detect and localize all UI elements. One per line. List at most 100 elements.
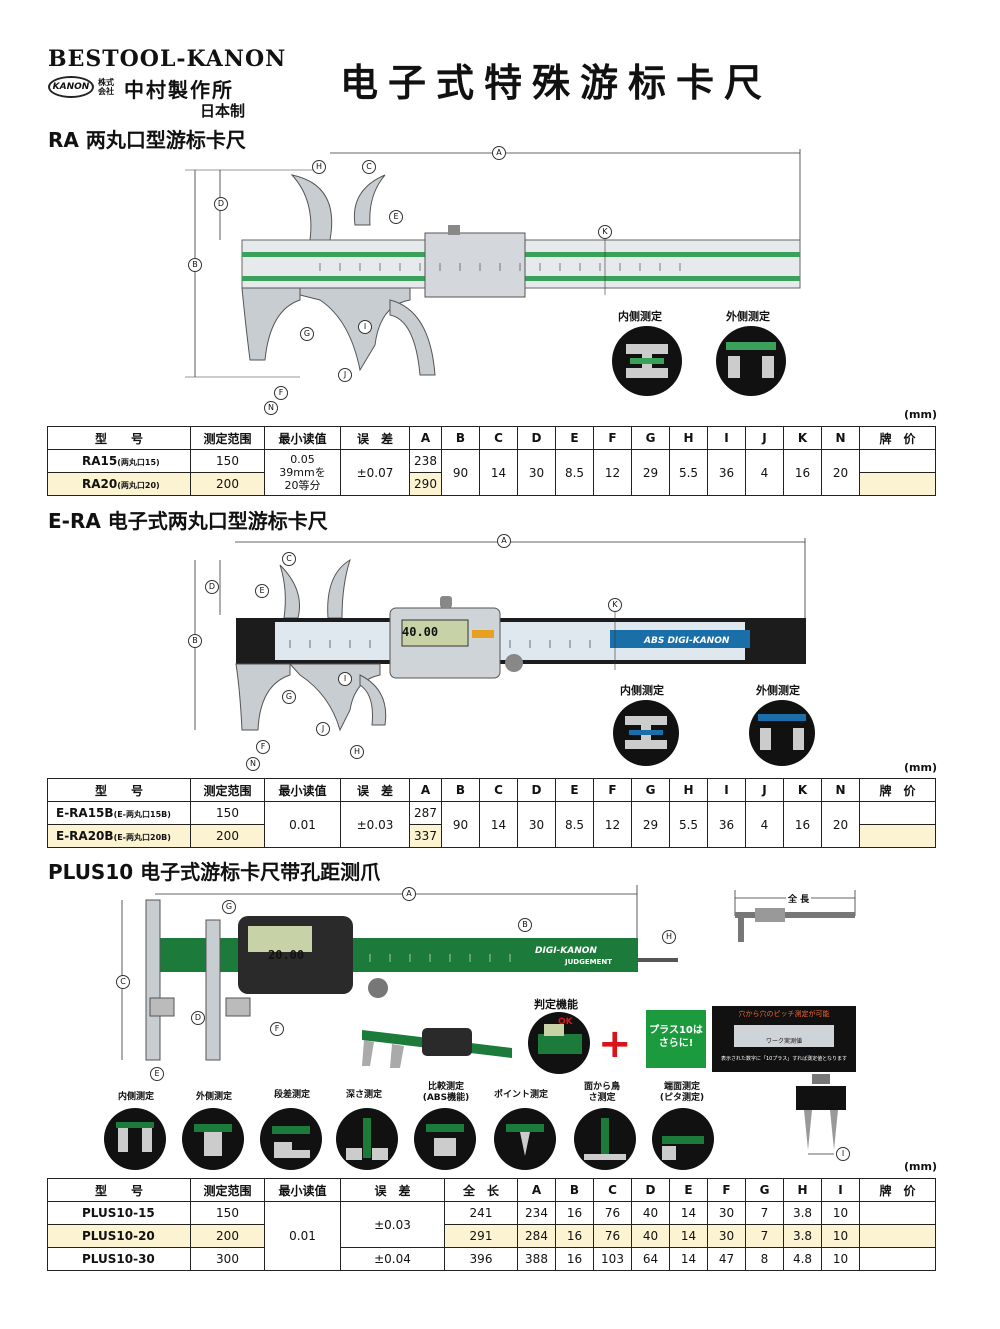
col-header: 牌 价 xyxy=(859,1178,936,1202)
col-header: 误 差 xyxy=(340,426,410,450)
h-cell: 5.5 xyxy=(669,449,708,496)
error-cell: ±0.03 xyxy=(340,801,410,848)
col-header: E xyxy=(555,426,594,450)
e-cell: 8.5 xyxy=(555,801,594,848)
col-header: H xyxy=(783,1178,822,1202)
dim-label-e: E xyxy=(255,584,269,598)
dim-label-a: A xyxy=(492,146,506,160)
section-title-plus10: PLUS10 电子式游标卡尺带孔距测爪 xyxy=(48,860,381,884)
price-cell xyxy=(859,1247,936,1271)
b-cell: 16 xyxy=(555,1201,594,1225)
col-header: D xyxy=(517,778,556,802)
model-cell: E-RA20B(E-两丸口20B) xyxy=(47,824,191,848)
dim-label-d: D xyxy=(205,580,219,594)
brand-kk: 株式会社 xyxy=(98,78,114,96)
f-cell: 12 xyxy=(593,801,632,848)
d-cell: 40 xyxy=(631,1224,670,1248)
f-cell: 30 xyxy=(707,1201,746,1225)
dim-label-e: E xyxy=(389,210,403,224)
col-header: E xyxy=(669,1178,708,1202)
j-cell: 4 xyxy=(745,449,784,496)
model-cell: PLUS10-20 xyxy=(47,1224,191,1248)
table-row: PLUS10-30 300 ±0.04 396 388 16 103 64 14… xyxy=(47,1247,936,1271)
i-cell: 36 xyxy=(707,449,746,496)
n-cell: 20 xyxy=(821,449,860,496)
col-header: F xyxy=(593,426,632,450)
a-cell: 238 xyxy=(409,449,442,473)
i-cell: 10 xyxy=(821,1201,860,1225)
col-header: C xyxy=(479,778,518,802)
plus10-promo-box: プラス10はさらに! xyxy=(646,1010,706,1068)
i-cell: 10 xyxy=(821,1224,860,1248)
point-measure-icon xyxy=(494,1108,556,1170)
col-header: H xyxy=(669,426,708,450)
brand-name: BESTOOL-KANON xyxy=(48,46,287,72)
min-read-cell: 0.01 xyxy=(264,801,341,848)
dim-label-n: N xyxy=(246,757,260,771)
comparison-measure-icon xyxy=(414,1108,476,1170)
dim-label-j: J xyxy=(338,368,352,382)
col-header: G xyxy=(631,426,670,450)
a-cell: 234 xyxy=(517,1201,556,1225)
col-header: C xyxy=(593,1178,632,1202)
col-header: 最小读值 xyxy=(264,426,341,450)
brand-company: 中村製作所 xyxy=(124,78,234,102)
n-cell: 20 xyxy=(821,801,860,848)
era-outer-measure-icon xyxy=(749,700,815,766)
dim-label-c: C xyxy=(282,552,296,566)
range-cell: 150 xyxy=(190,801,265,825)
mode-caption: 端面测定 (ピタ测定) xyxy=(659,1082,705,1103)
dim-label-c: C xyxy=(362,160,376,174)
plus-unit: (mm) xyxy=(904,1160,937,1173)
col-header: B xyxy=(555,1178,594,1202)
full-length-diagram xyxy=(734,890,856,942)
col-header: F xyxy=(707,1178,746,1202)
pitch-promo-panel: 穴から穴のピッチ測定が可能 ワーク実測値 表示された数字に「10プラス」すれば測… xyxy=(712,1006,856,1072)
plus10-product-photo xyxy=(362,1028,512,1068)
full-length-cell: 241 xyxy=(444,1201,518,1225)
col-header: 误 差 xyxy=(340,778,410,802)
col-header: 最小读值 xyxy=(264,778,341,802)
price-cell xyxy=(859,824,936,848)
judge-ok: OK xyxy=(558,1017,573,1027)
model-cell: PLUS10-15 xyxy=(47,1201,191,1225)
col-header: E xyxy=(555,778,594,802)
col-header: N xyxy=(821,778,860,802)
dim-label-n: N xyxy=(264,401,278,415)
f-cell: 30 xyxy=(707,1224,746,1248)
era-inset-caption-inner: 内侧测定 xyxy=(620,684,664,697)
ra-outer-measure-icon xyxy=(716,326,786,396)
mode-caption: ポイント测定 xyxy=(493,1090,548,1100)
pitch-promo-note: 表示された数字に「10プラス」すれば測定値となります xyxy=(720,1056,848,1062)
col-header: D xyxy=(631,1178,670,1202)
model-cell: RA20(两丸口20) xyxy=(47,472,191,496)
col-header: 牌 价 xyxy=(859,778,936,802)
col-header: G xyxy=(631,778,670,802)
min-read-cell: 0.01 xyxy=(264,1201,341,1271)
col-header: 最小读值 xyxy=(264,1178,341,1202)
c-cell: 103 xyxy=(593,1247,632,1271)
pitch-probe-image xyxy=(796,1074,846,1155)
col-header: I xyxy=(821,1178,860,1202)
i-cell: 10 xyxy=(821,1247,860,1271)
col-header: 全 长 xyxy=(444,1178,518,1202)
price-cell xyxy=(859,472,936,496)
judge-function-icon xyxy=(528,1012,590,1074)
col-header: H xyxy=(669,778,708,802)
col-header: F xyxy=(593,778,632,802)
model-cell: RA15(两丸口15) xyxy=(47,449,191,473)
dim-label-i: I xyxy=(836,1147,850,1161)
col-header: J xyxy=(745,778,784,802)
era-caliper-diagram xyxy=(194,538,806,732)
col-header: A xyxy=(409,778,442,802)
ra-spec-table: 型 号 测定范围 最小读值 误 差 A B C D E F G H I J K … xyxy=(47,426,936,496)
brand-made-in: 日本制 xyxy=(200,102,246,120)
dim-label-b: B xyxy=(188,634,202,648)
full-length-label: 全 長 xyxy=(786,892,812,905)
h-cell: 5.5 xyxy=(669,801,708,848)
dim-label-i: I xyxy=(338,672,352,686)
a-cell: 388 xyxy=(517,1247,556,1271)
col-header: D xyxy=(517,426,556,450)
g-cell: 8 xyxy=(745,1247,784,1271)
dim-label-f: F xyxy=(270,1022,284,1036)
